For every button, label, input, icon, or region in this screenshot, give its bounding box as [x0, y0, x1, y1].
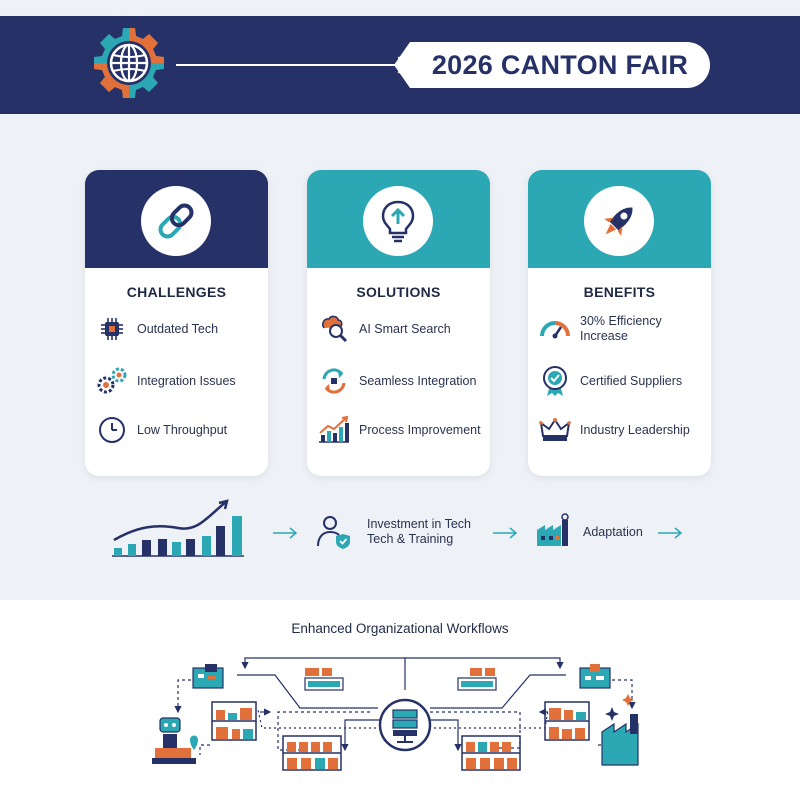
challenge-item-label: Outdated Tech [137, 322, 219, 336]
award-badge-icon [543, 366, 567, 396]
benefit-item-label: Industry Leadership [580, 423, 690, 437]
factory-building-icon [601, 694, 639, 766]
gears-icon [97, 367, 127, 394]
challenges-title: CHALLENGES [126, 284, 227, 300]
growth-chart-icon [319, 415, 349, 443]
benefit-item-label: Certified Suppliers [580, 374, 683, 388]
challenge-item-low-throughput: Low Throughput [95, 413, 227, 447]
solution-item-ai-smart-search: AI Smart Search [317, 312, 451, 346]
benefits-card-header [528, 170, 711, 268]
sync-arrows-icon [322, 368, 346, 394]
solution-item-label: AI Smart Search [359, 322, 451, 336]
crown-icon [539, 418, 571, 441]
header-arrow [176, 64, 398, 66]
warehouse-shelf [211, 701, 257, 741]
chip-icon [101, 318, 123, 340]
challenge-item-label: Low Throughput [137, 423, 228, 437]
solution-item-label: Seamless Integration [359, 374, 477, 388]
benefits-title: BENEFITS [583, 284, 656, 300]
server-rack-left [304, 668, 344, 691]
challenge-item-integration-issues: Integration Issues [95, 364, 236, 398]
flow-arrow-2 [493, 527, 518, 539]
solutions-card-header [307, 170, 490, 268]
factory-icon [537, 513, 569, 546]
benefit-item-industry-leadership: Industry Leadership [538, 413, 690, 447]
challenge-item-label: Integration Issues [137, 374, 236, 388]
benefits-card: BENEFITS 30% Efficiency Increase Certifi… [528, 170, 711, 476]
solution-item-label: Process Improvement [359, 423, 481, 437]
solutions-title: SOLUTIONS [356, 284, 441, 300]
adaptation-text: Adaptation [583, 525, 643, 539]
solutions-card: SOLUTIONS AI Smart Search Seamless Integ… [307, 170, 490, 476]
person-shield-icon [317, 516, 350, 549]
flow-arrow-3 [658, 527, 683, 539]
benefit-item-label-line2: Increase [580, 329, 628, 343]
brain-search-icon [322, 315, 348, 343]
workflow-network-diagram [152, 657, 639, 771]
office-building-left [192, 664, 224, 689]
clock-icon [99, 417, 125, 443]
flow-arrow-1 [273, 527, 298, 539]
challenge-item-outdated-tech: Outdated Tech [95, 312, 218, 346]
office-building-right [579, 664, 611, 689]
page-title: 2026 CANTON FAIR [394, 42, 710, 88]
growth-bar-chart-icon [112, 499, 244, 557]
rocket-icon [604, 207, 633, 236]
globe-gear-icon [94, 28, 164, 98]
solution-item-seamless-integration: Seamless Integration [317, 364, 476, 398]
investment-line1: Investment in Tech [367, 517, 471, 531]
challenges-card: CHALLENGES Outdated Tech Integration Iss… [85, 170, 268, 476]
benefit-item-certified-suppliers: Certified Suppliers [538, 364, 682, 398]
central-server-icon [378, 698, 432, 752]
benefit-item-label: 30% Efficiency [580, 314, 662, 328]
challenges-card-header [85, 170, 268, 268]
warehouse-shelf [544, 701, 590, 741]
solution-item-process-improvement: Process Improvement [317, 413, 481, 447]
workflow-title: Enhanced Organizational Workflows [291, 621, 509, 636]
benefit-item-efficiency: 30% Efficiency Increase [538, 312, 662, 346]
server-rack-right [457, 668, 497, 691]
investment-text: Investment in Tech Tech & Training [367, 517, 471, 547]
chain-link-icon [158, 203, 194, 239]
warehouse-shelf [282, 735, 342, 771]
robot-icon [152, 717, 198, 764]
warehouse-shelf [461, 735, 521, 771]
investment-line2: Tech & Training [367, 532, 454, 546]
gauge-icon [540, 321, 570, 339]
lightbulb-icon [381, 200, 415, 243]
